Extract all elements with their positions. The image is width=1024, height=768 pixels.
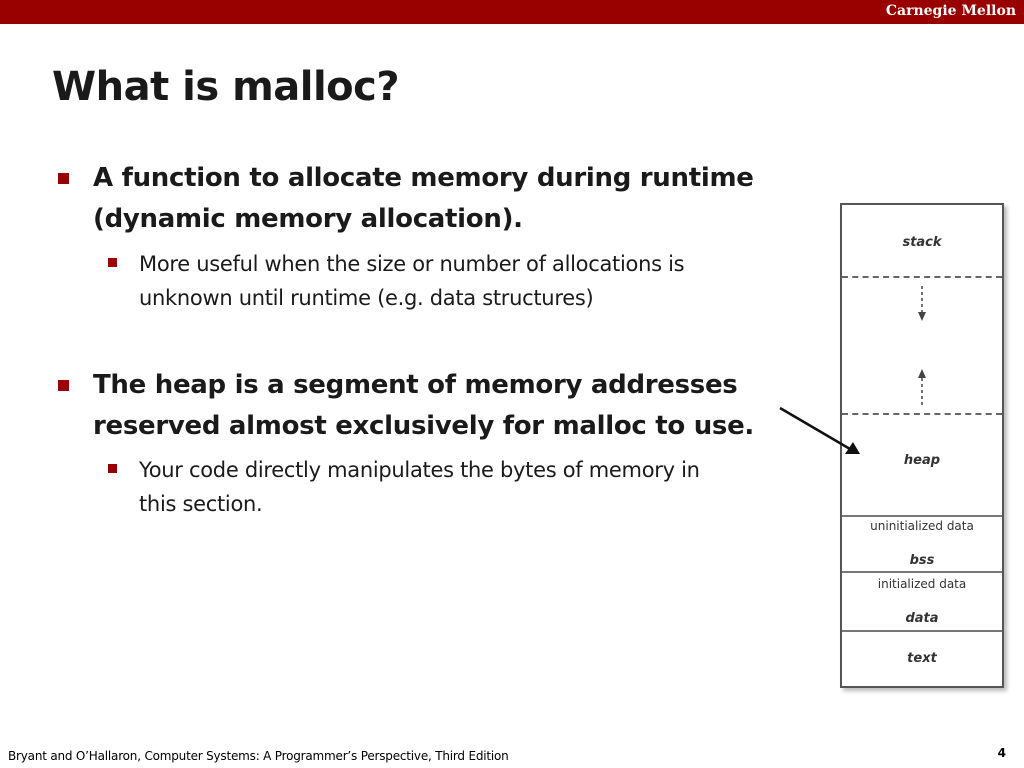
initialized-data-label: initialized data (877, 577, 967, 591)
slide-title: What is malloc? (52, 64, 400, 110)
heap-boundary-line (842, 413, 1002, 415)
data-top-line (842, 571, 1002, 573)
stack-label: stack (902, 235, 942, 250)
bullet-1-line-2: (dynamic memory allocation). (93, 204, 523, 234)
bullet-2: The heap is a segment of memory addresse… (58, 365, 793, 447)
bullet-1: A function to allocate memory during run… (58, 158, 793, 240)
bullet-marker (58, 380, 69, 391)
memory-layout-diagram: stack heap uninitialized data bss initia… (840, 203, 1004, 688)
footer-citation: Bryant and O’Hallaron, Computer Systems:… (8, 749, 509, 763)
sub-bullet-2-line-1: Your code directly manipulates the bytes… (139, 458, 700, 482)
bullet-2-line-1: The heap is a segment of memory addresse… (93, 370, 738, 400)
page-number: 4 (997, 746, 1006, 760)
down-arrow-icon (918, 312, 926, 321)
stack-boundary-line (842, 276, 1002, 278)
bullet-marker (58, 173, 69, 184)
data-label: data (905, 611, 939, 626)
sub-bullet-marker (108, 258, 117, 267)
sub-bullet-2: Your code directly manipulates the bytes… (108, 453, 799, 521)
growth-arrows (918, 286, 926, 406)
bss-label: bss (909, 553, 935, 568)
bullet-1-line-1: A function to allocate memory during run… (93, 163, 754, 193)
up-arrow-icon (918, 369, 926, 378)
bss-top-line (842, 515, 1002, 517)
sub-bullet-1: More useful when the size or number of a… (108, 247, 799, 315)
sub-bullet-2-line-2: this section. (139, 492, 263, 516)
sub-bullet-marker (108, 464, 117, 473)
bullet-2-line-2: reserved almost exclusively for malloc t… (93, 411, 754, 441)
header-bar: Carnegie Mellon (0, 0, 1024, 24)
sub-bullet-1-line-1: More useful when the size or number of a… (139, 252, 685, 276)
brand-label: Carnegie Mellon (885, 3, 1016, 19)
text-top-line (842, 630, 1002, 632)
uninitialized-data-label: uninitialized data (870, 519, 974, 533)
heap-label: heap (903, 453, 941, 468)
text-label: text (907, 651, 937, 666)
sub-bullet-1-line-2: unknown until runtime (e.g. data structu… (139, 286, 594, 310)
